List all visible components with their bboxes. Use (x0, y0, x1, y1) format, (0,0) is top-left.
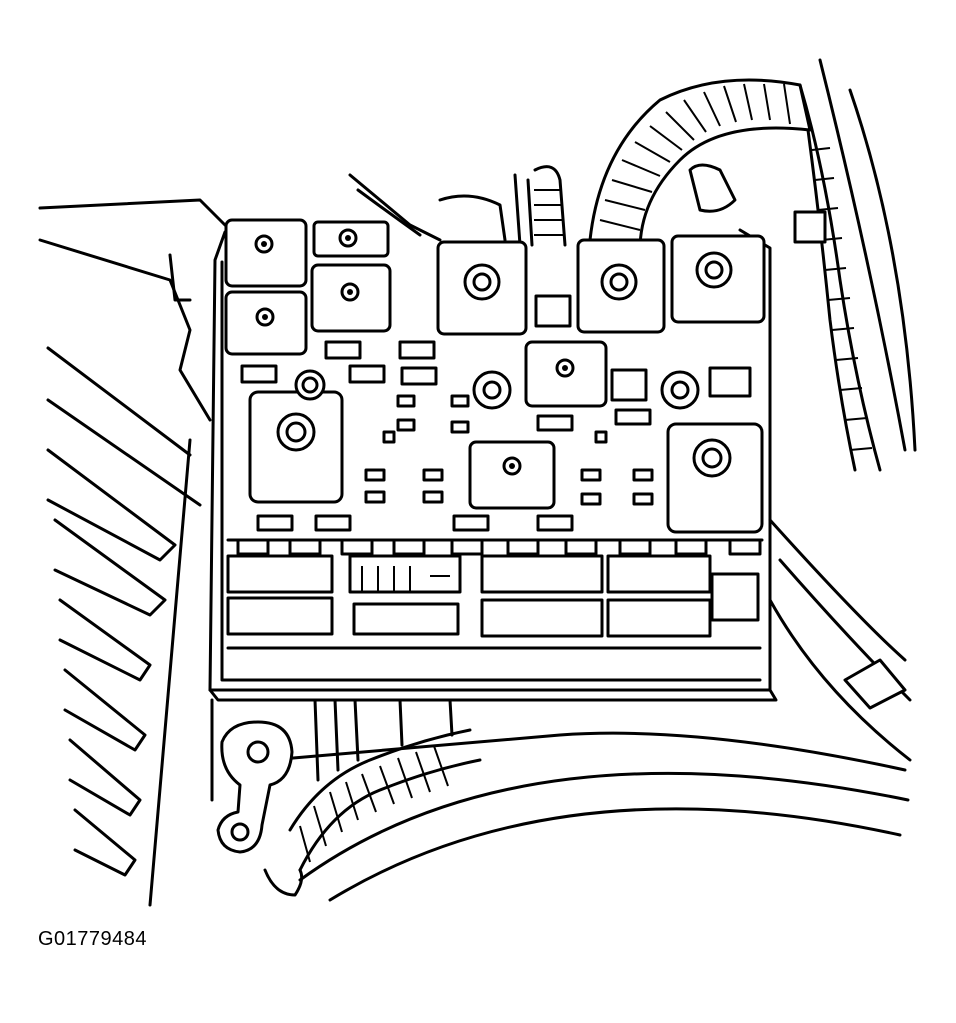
wire-harness-right (588, 78, 882, 472)
mini-fuses (240, 294, 752, 532)
figure-id-label: G01779484 (38, 928, 148, 950)
studs (294, 369, 700, 410)
left-body-panel (38, 198, 234, 907)
wire-harness-lower (263, 698, 482, 897)
ground-terminal (210, 698, 294, 854)
relays (224, 218, 766, 534)
connector-row (226, 538, 764, 650)
top-wires (348, 165, 567, 247)
right-fender-panel (268, 58, 917, 902)
relay (666, 422, 764, 534)
